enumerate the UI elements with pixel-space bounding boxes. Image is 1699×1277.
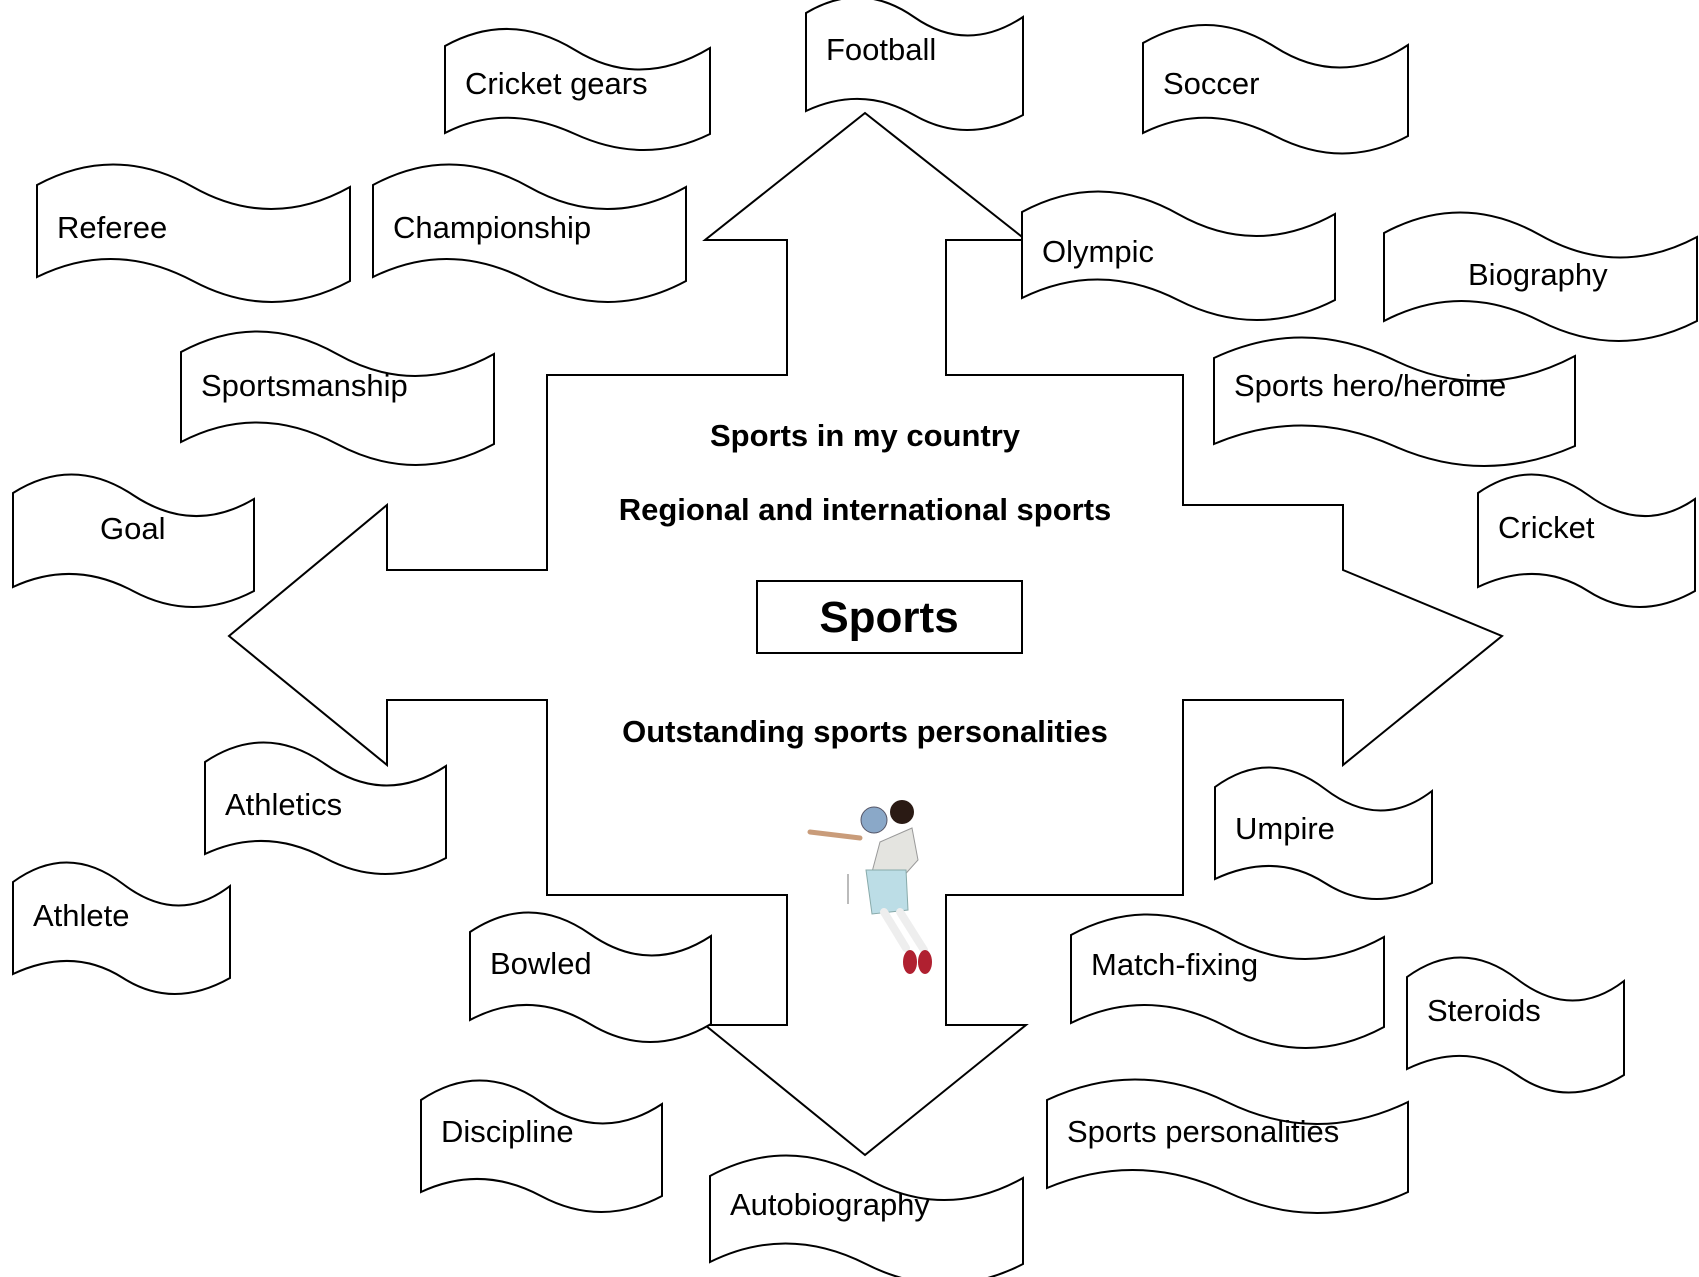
flag-cricket-gears: Cricket gears <box>444 28 711 151</box>
svg-text:Steroids: Steroids <box>1427 993 1541 1028</box>
flag-steroids: Steroids <box>1406 956 1625 1094</box>
svg-text:Bowled: Bowled <box>490 946 592 981</box>
svg-text:Goal: Goal <box>100 511 165 546</box>
flag-goal: Goal <box>12 473 255 608</box>
flag-championship: Championship <box>372 163 687 303</box>
center-title: Sports <box>819 593 958 642</box>
svg-text:Athlete: Athlete <box>33 898 130 933</box>
flag-sports-hero-heroine: Sports hero/heroine <box>1213 336 1576 467</box>
svg-text:Discipline: Discipline <box>441 1114 574 1149</box>
svg-text:Sports personalities: Sports personalities <box>1067 1114 1339 1149</box>
svg-text:Sports hero/heroine: Sports hero/heroine <box>1234 368 1506 403</box>
flag-cricket: Cricket <box>1477 473 1696 608</box>
subtopic-sports-in-my-country: Sports in my country <box>710 418 1021 453</box>
flag-bowled: Bowled <box>469 911 712 1043</box>
flag-biography: Biography <box>1383 211 1698 342</box>
center-title-box <box>756 580 1023 654</box>
subtopic-outstanding-personalities: Outstanding sports personalities <box>622 714 1108 749</box>
flag-athlete: Athlete <box>12 861 231 995</box>
svg-text:Olympic: Olympic <box>1042 234 1154 269</box>
svg-text:Biography: Biography <box>1468 257 1608 292</box>
svg-text:Referee: Referee <box>57 210 167 245</box>
svg-text:Cricket: Cricket <box>1498 510 1595 545</box>
flag-discipline: Discipline <box>420 1079 663 1213</box>
flag-football: Football <box>805 0 1024 131</box>
svg-text:Athletics: Athletics <box>225 787 342 822</box>
flag-olympic: Olympic <box>1021 190 1336 321</box>
svg-text:Cricket gears: Cricket gears <box>465 66 648 101</box>
svg-text:Umpire: Umpire <box>1235 811 1335 846</box>
soccer-player-image <box>807 800 932 974</box>
subtopic-regional-international: Regional and international sports <box>619 492 1112 527</box>
flag-sports-personalities: Sports personalities <box>1046 1078 1409 1214</box>
svg-text:Soccer: Soccer <box>1163 66 1259 101</box>
svg-text:Sportsmanship: Sportsmanship <box>201 368 408 403</box>
svg-text:Football: Football <box>826 32 936 67</box>
flag-athletics: Athletics <box>204 741 447 875</box>
flag-umpire: Umpire <box>1214 766 1433 900</box>
flag-match-fixing: Match-fixing <box>1070 913 1385 1049</box>
svg-text:Championship: Championship <box>393 210 591 245</box>
flag-autobiography: Autobiography <box>709 1154 1024 1277</box>
svg-text:Autobiography: Autobiography <box>730 1187 930 1222</box>
flag-sportsmanship: Sportsmanship <box>180 330 495 466</box>
svg-text:Match-fixing: Match-fixing <box>1091 947 1258 982</box>
flag-referee: Referee <box>36 163 351 303</box>
flag-soccer: Soccer <box>1142 23 1409 155</box>
